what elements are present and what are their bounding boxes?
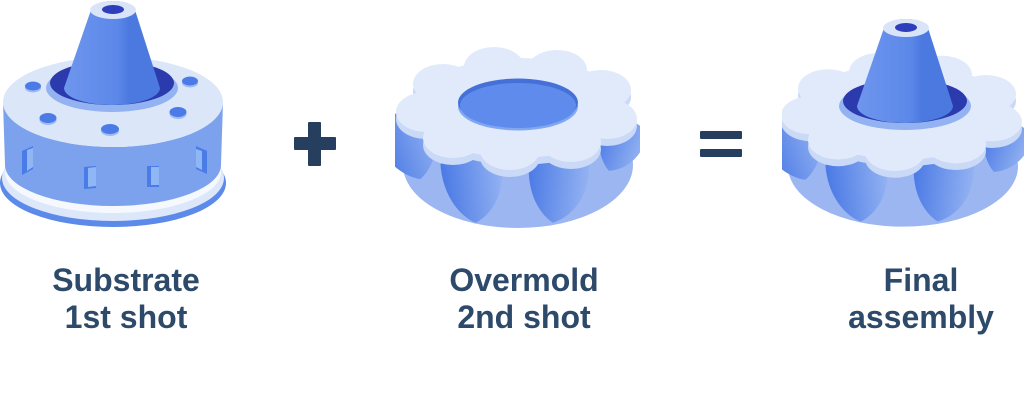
equals-bottom-bar <box>700 149 742 157</box>
substrate-illustration <box>0 1 226 227</box>
side-notches <box>22 146 207 189</box>
overmold-step-label: Overmold 2nd shot <box>399 262 649 336</box>
substrate-label-line2: 1st shot <box>64 299 188 335</box>
final-assembly-step-label: Final assembly <box>796 262 1024 336</box>
gear-body <box>395 47 640 228</box>
plus-horizontal-bar <box>294 137 336 150</box>
final-assembly-illustration <box>782 19 1024 235</box>
substrate-step-label: Substrate 1st shot <box>1 262 251 336</box>
plus-symbol-text: + <box>294 122 295 123</box>
gear-center-hole <box>458 78 578 131</box>
equals-top-bar <box>700 131 742 139</box>
top-holes <box>25 76 198 136</box>
substrate-cone <box>46 1 178 112</box>
substrate-label-line1: Substrate <box>52 262 200 298</box>
overmold-illustration <box>395 45 640 235</box>
overmold-label-line2: 2nd shot <box>457 299 591 335</box>
plus-icon: + <box>294 122 336 166</box>
final-assembly-label-line1: Final <box>883 262 959 298</box>
overmold-label-line1: Overmold <box>449 262 599 298</box>
equals-icon: = <box>700 131 742 157</box>
final-assembly-label-line2: assembly <box>848 299 994 335</box>
